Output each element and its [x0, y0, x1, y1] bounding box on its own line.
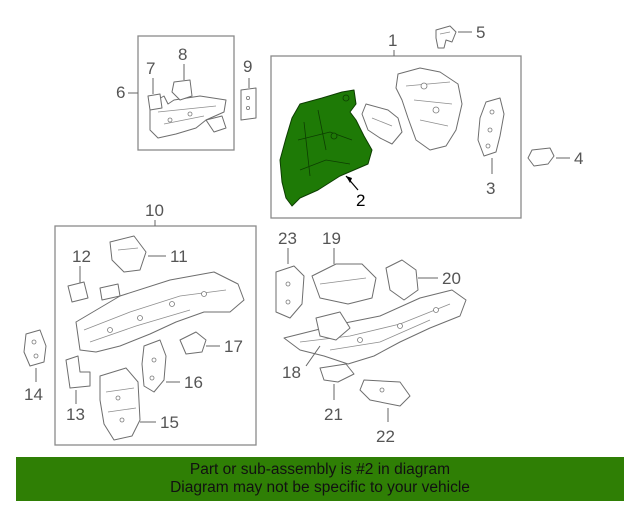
part-14-plate[interactable]: [23, 329, 47, 367]
part-2-highlighted-wheelhouse-panel[interactable]: [279, 89, 373, 207]
callout-5: 5: [476, 23, 485, 42]
callout-17: 17: [224, 337, 243, 356]
part-12-bracket[interactable]: [67, 281, 121, 303]
part-21-bracket[interactable]: [319, 363, 355, 383]
part-1-bracket-small[interactable]: [361, 103, 403, 145]
callout-14: 14: [24, 385, 43, 404]
callout-1: 1: [388, 31, 397, 50]
callout-10: 10: [145, 201, 164, 220]
callout-21: 21: [324, 405, 343, 424]
callout-11: 11: [170, 247, 188, 266]
part-4-bracket[interactable]: [527, 147, 555, 167]
part-11-bracket[interactable]: [109, 235, 147, 273]
part-22-plate[interactable]: [359, 379, 411, 407]
callout-13: 13: [66, 405, 85, 424]
banner-line-2: Diagram may not be specific to your vehi…: [170, 479, 470, 496]
group-box-1: [270, 55, 522, 219]
callout-16: 16: [184, 373, 203, 392]
part-8-bracket[interactable]: [171, 79, 193, 101]
callout-6: 6: [116, 83, 125, 102]
part-15-panel[interactable]: [99, 367, 141, 441]
part-10-front-rail[interactable]: [75, 271, 245, 353]
part-17-bracket[interactable]: [179, 331, 207, 355]
callout-12: 12: [72, 247, 91, 266]
callout-23: 23: [278, 229, 297, 248]
part-13-bracket[interactable]: [65, 355, 91, 389]
callout-19: 19: [322, 229, 341, 248]
part-6-rail-assembly[interactable]: [149, 95, 227, 139]
part-18-rail[interactable]: [283, 289, 467, 365]
info-banner: Part or sub-assembly is #2 in diagram Di…: [16, 457, 624, 501]
part-7-bracket[interactable]: [147, 93, 163, 111]
callout-15: 15: [160, 413, 179, 432]
callout-2: 2: [356, 191, 365, 210]
banner-line-1: Part or sub-assembly is #2 in diagram: [189, 461, 451, 478]
callout-18: 18: [282, 363, 301, 382]
callout-8: 8: [178, 45, 187, 64]
callout-22: 22: [376, 427, 395, 446]
part-20-bracket[interactable]: [385, 259, 419, 301]
part-19-bracket[interactable]: [311, 263, 377, 305]
callout-3: 3: [486, 179, 495, 198]
callout-7: 7: [146, 59, 155, 78]
part-16-reinforcement[interactable]: [141, 339, 167, 393]
callout-9: 9: [243, 57, 252, 76]
part-23-panel[interactable]: [275, 265, 305, 319]
part-9-plate[interactable]: [240, 87, 257, 121]
callout-4: 4: [574, 149, 583, 168]
part-1-apron-upper[interactable]: [395, 67, 463, 151]
callout-20: 20: [442, 269, 461, 288]
part-3-reinforcement[interactable]: [477, 97, 505, 157]
part-5-bracket[interactable]: [435, 25, 457, 49]
